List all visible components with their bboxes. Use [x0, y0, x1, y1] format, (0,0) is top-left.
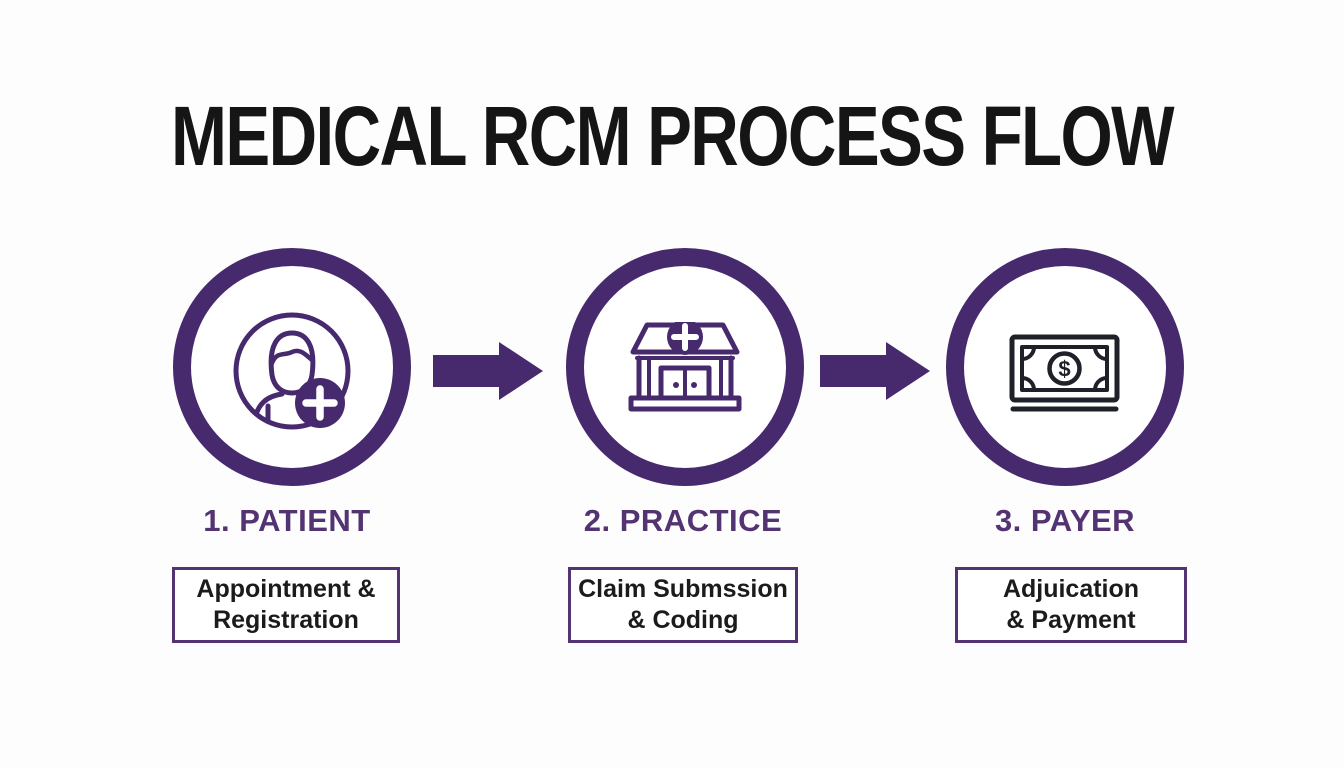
stage-circle-practice: [566, 248, 804, 486]
flow-arrow-icon: [433, 342, 543, 400]
stage-circle-patient: [173, 248, 411, 486]
stage-label-patient: 1. PATIENT: [203, 503, 371, 538]
stage-label-payer: 3. PAYER: [994, 503, 1136, 538]
money-bill-icon: $: [1009, 334, 1120, 412]
dollar-sign-glyph: $: [1058, 357, 1070, 382]
stage-box-line: Appointment &: [196, 575, 376, 603]
stage-label-practice: 2. PRACTICE: [583, 503, 783, 538]
stage-box-line: Registration: [213, 606, 359, 634]
stage-box-line: & Payment: [1006, 606, 1136, 634]
stage-box-line: Adjuication: [1002, 575, 1140, 603]
stage-box-line: & Coding: [627, 606, 739, 634]
clinic-building-icon: [628, 321, 742, 411]
flow-arrow-icon: [820, 342, 930, 400]
stage-box-line: Claim Submssion: [578, 575, 788, 603]
stage-box-payer: Adjuication & Payment: [955, 567, 1187, 643]
stage-box-practice: Claim Submssion & Coding: [568, 567, 798, 643]
page-title: MEDICAL RCM PROCESS FLOW: [171, 89, 1175, 183]
stage-box-patient: Appointment & Registration: [172, 567, 400, 643]
stage-circle-payer: $: [946, 248, 1184, 486]
add-patient-icon: [233, 312, 351, 430]
